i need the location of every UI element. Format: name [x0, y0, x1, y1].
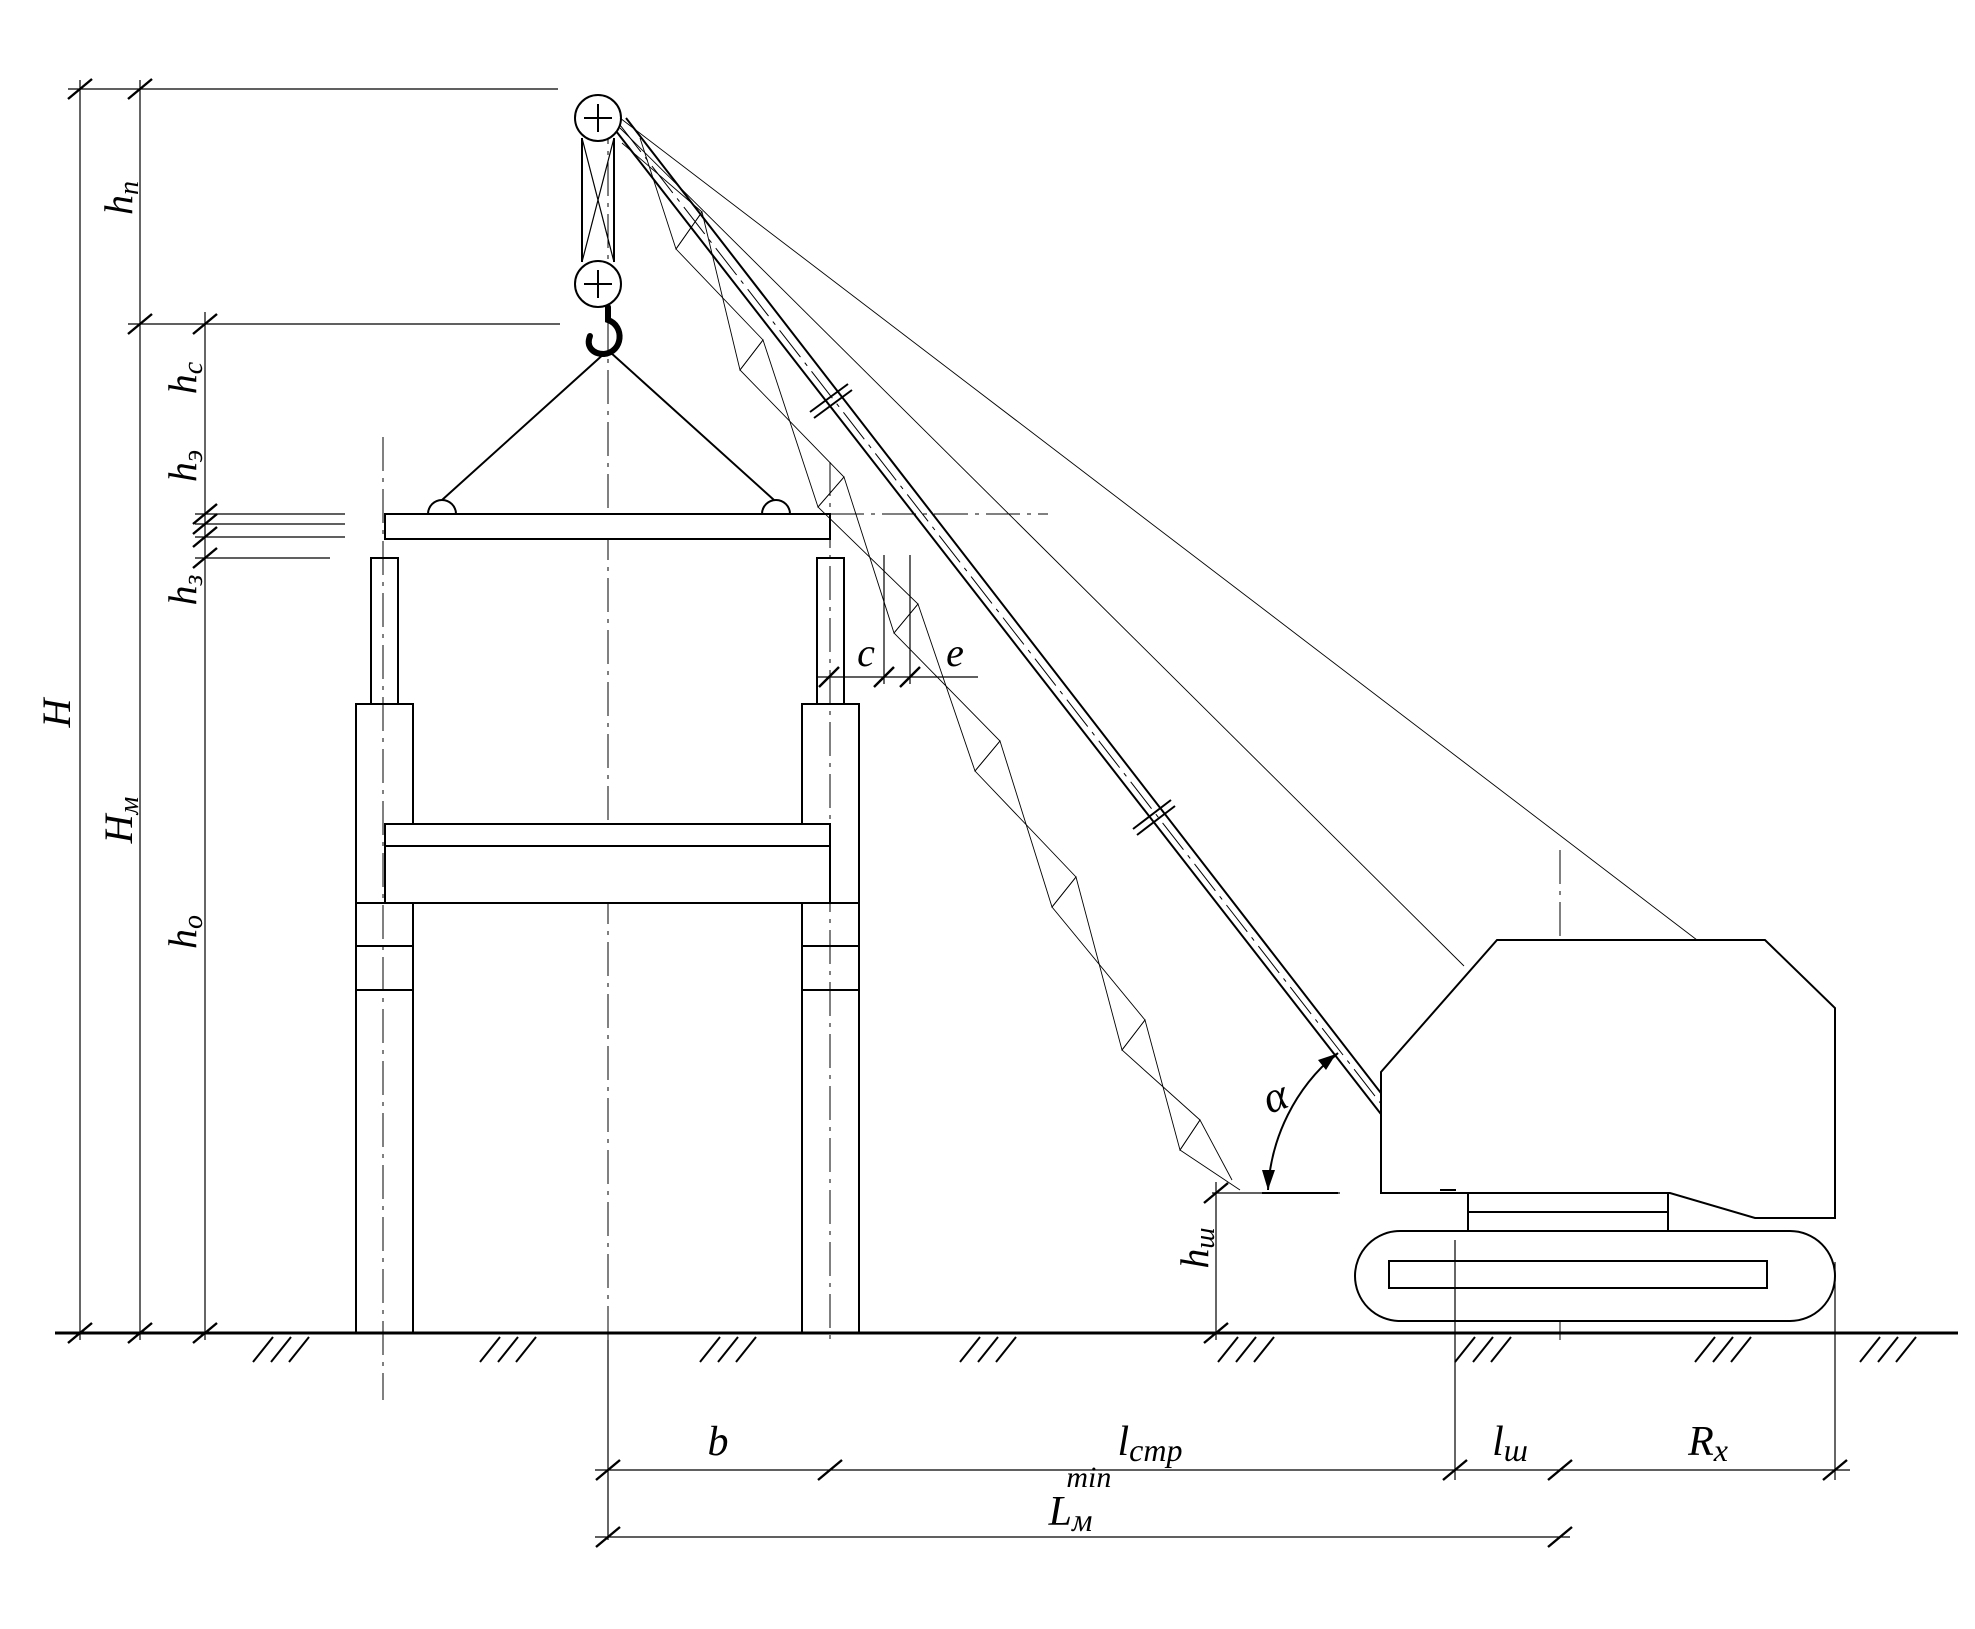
label-lsh-main: l	[1492, 1419, 1504, 1465]
label-Rx-main: R	[1687, 1419, 1714, 1465]
label-he: hэ	[160, 450, 209, 482]
label-hn-main: h	[96, 195, 141, 215]
label-ho-main: h	[160, 929, 205, 949]
label-hz: hз	[160, 574, 209, 605]
label-Hm: Hм	[96, 796, 145, 844]
label-lstr-sub: стр	[1129, 1432, 1182, 1468]
label-Hm-sub: м	[114, 796, 145, 815]
ground	[55, 1331, 1958, 1363]
building-frame	[355, 557, 860, 1334]
label-ho-sub: о	[178, 915, 209, 929]
label-Lm-sup: min	[1066, 1461, 1111, 1494]
label-he-main: h	[160, 462, 205, 482]
label-lsh-sub: ш	[1504, 1432, 1528, 1468]
vertical-dimensions	[67, 78, 1340, 1344]
label-he-sub: э	[178, 450, 209, 462]
label-Hm-main: H	[96, 812, 141, 844]
label-hc: hс	[160, 361, 209, 394]
label-Rx: Rx	[1687, 1419, 1728, 1468]
label-c: c	[857, 630, 875, 675]
gap-dimensions	[816, 555, 978, 688]
label-hsh: hш	[1172, 1227, 1221, 1268]
label-lsh: lш	[1492, 1419, 1528, 1468]
label-Lm-sub: м	[1071, 1502, 1092, 1538]
pulley-icon	[574, 260, 622, 308]
label-hc-sub: с	[178, 361, 209, 374]
center-axes	[382, 110, 1561, 1400]
dimension-labels: H Hм hп hс hэ hз hо hш c e α b lстр lш R…	[34, 181, 1728, 1538]
crane-body	[1354, 939, 1836, 1322]
label-hn-sub: п	[114, 181, 145, 195]
label-alpha: α	[1256, 1069, 1295, 1123]
label-b: b	[708, 1419, 729, 1465]
label-hc-main: h	[160, 374, 205, 394]
label-hz-main: h	[160, 585, 205, 605]
crane-hook-icon	[585, 304, 623, 358]
crane-boom	[615, 117, 1698, 1194]
hoist-block	[574, 94, 623, 358]
label-e: e	[946, 630, 964, 675]
label-Lm: Lм min	[1048, 1461, 1112, 1538]
lifted-beam	[384, 351, 831, 540]
label-hz-sub: з	[178, 574, 209, 586]
label-hsh-main: h	[1172, 1249, 1217, 1269]
pulley-icon	[574, 94, 622, 142]
label-hsh-sub: ш	[1190, 1227, 1221, 1248]
label-Rx-sub: x	[1713, 1432, 1728, 1468]
label-lstr-main: l	[1118, 1419, 1130, 1465]
horizontal-dimensions	[595, 1240, 1850, 1548]
label-Lm-main: L	[1048, 1489, 1072, 1535]
label-ho: hо	[160, 915, 209, 949]
label-H: H	[34, 696, 79, 728]
label-lstr: lстр	[1118, 1419, 1183, 1468]
label-hn: hп	[96, 181, 145, 215]
